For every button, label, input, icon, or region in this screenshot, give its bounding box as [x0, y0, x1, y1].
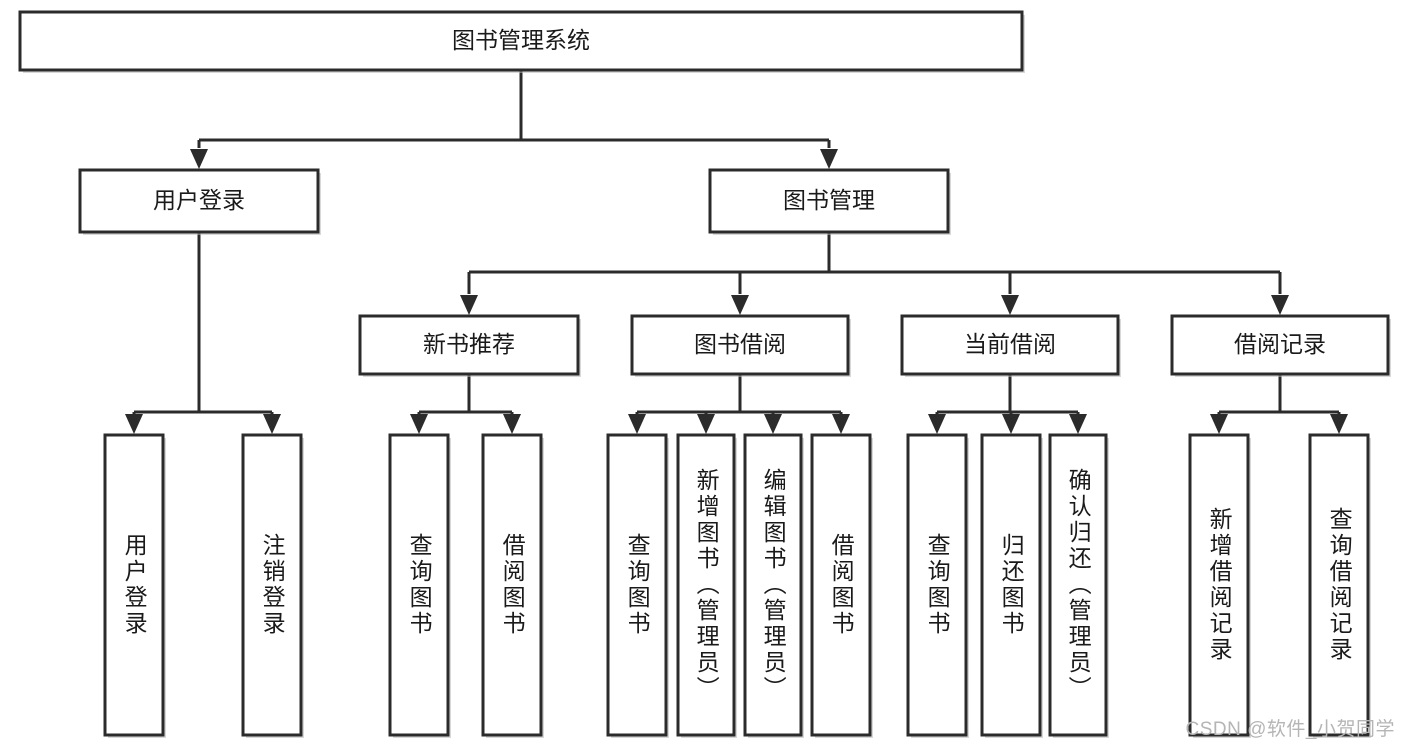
watermark-text: CSDN @软件_小贺同学: [1185, 719, 1395, 740]
node-level3-box-3[interactable]: [1170, 314, 1390, 376]
node-leaf-box-2[interactable]: [388, 433, 450, 737]
arrowhead-leaf-4-0: [1210, 414, 1228, 434]
node-leaf-box-7[interactable]: [810, 433, 872, 737]
boxes-layer: [18, 10, 1391, 738]
node-level3-label-3: 借阅记录: [1234, 331, 1326, 357]
arrowhead-books-1: [731, 295, 749, 315]
node-root-box[interactable]: [18, 10, 1024, 72]
arrowhead-leaf-2-0: [628, 414, 646, 434]
node-leaf-box-8[interactable]: [906, 433, 968, 737]
node-level2-box-0[interactable]: [78, 168, 320, 234]
arrowhead-leaf-3-1: [1002, 414, 1020, 434]
arrowhead-leaf-2-2: [764, 414, 782, 434]
arrowhead-root-0: [190, 149, 208, 169]
node-level2-label-0: 用户登录: [153, 187, 245, 213]
arrowhead-root-1: [820, 149, 838, 169]
arrowhead-leaf-3-0: [928, 414, 946, 434]
node-leaf-box-11[interactable]: [1188, 433, 1250, 737]
node-leaf-box-4[interactable]: [606, 433, 668, 737]
node-level2-label-1: 图书管理: [783, 187, 875, 213]
node-leaf-box-12[interactable]: [1308, 433, 1370, 737]
node-level3-box-0[interactable]: [358, 314, 580, 376]
node-root-label: 图书管理系统: [452, 27, 590, 53]
arrowhead-books-2: [1001, 295, 1019, 315]
node-leaf-box-1[interactable]: [241, 433, 303, 737]
node-level2-box-1[interactable]: [708, 168, 950, 234]
arrowhead-leaf-1-0: [410, 414, 428, 434]
arrowhead-leaf-0-1: [263, 414, 281, 434]
node-leaf-box-10[interactable]: [1048, 433, 1108, 737]
node-leaf-box-0[interactable]: [103, 433, 165, 737]
node-leaf-box-3[interactable]: [481, 433, 543, 737]
arrowhead-leaf-2-3: [832, 414, 850, 434]
node-leaf-box-6[interactable]: [743, 433, 803, 737]
node-level3-box-1[interactable]: [630, 314, 850, 376]
arrowhead-leaf-1-1: [503, 414, 521, 434]
arrowhead-leaf-4-1: [1330, 414, 1348, 434]
arrowhead-leaf-2-1: [697, 414, 715, 434]
node-leaf-box-9[interactable]: [980, 433, 1042, 737]
arrowhead-leaf-3-2: [1069, 414, 1087, 434]
node-level3-label-0: 新书推荐: [423, 331, 515, 357]
arrowhead-books-3: [1271, 295, 1289, 315]
node-level3-label-1: 图书借阅: [694, 331, 786, 357]
node-leaf-box-5[interactable]: [676, 433, 736, 737]
node-level3-label-2: 当前借阅: [964, 331, 1056, 357]
arrowhead-leaf-0-0: [125, 414, 143, 434]
node-level3-box-2[interactable]: [900, 314, 1120, 376]
arrowhead-books-0: [460, 295, 478, 315]
connectors-layer: [125, 70, 1348, 434]
